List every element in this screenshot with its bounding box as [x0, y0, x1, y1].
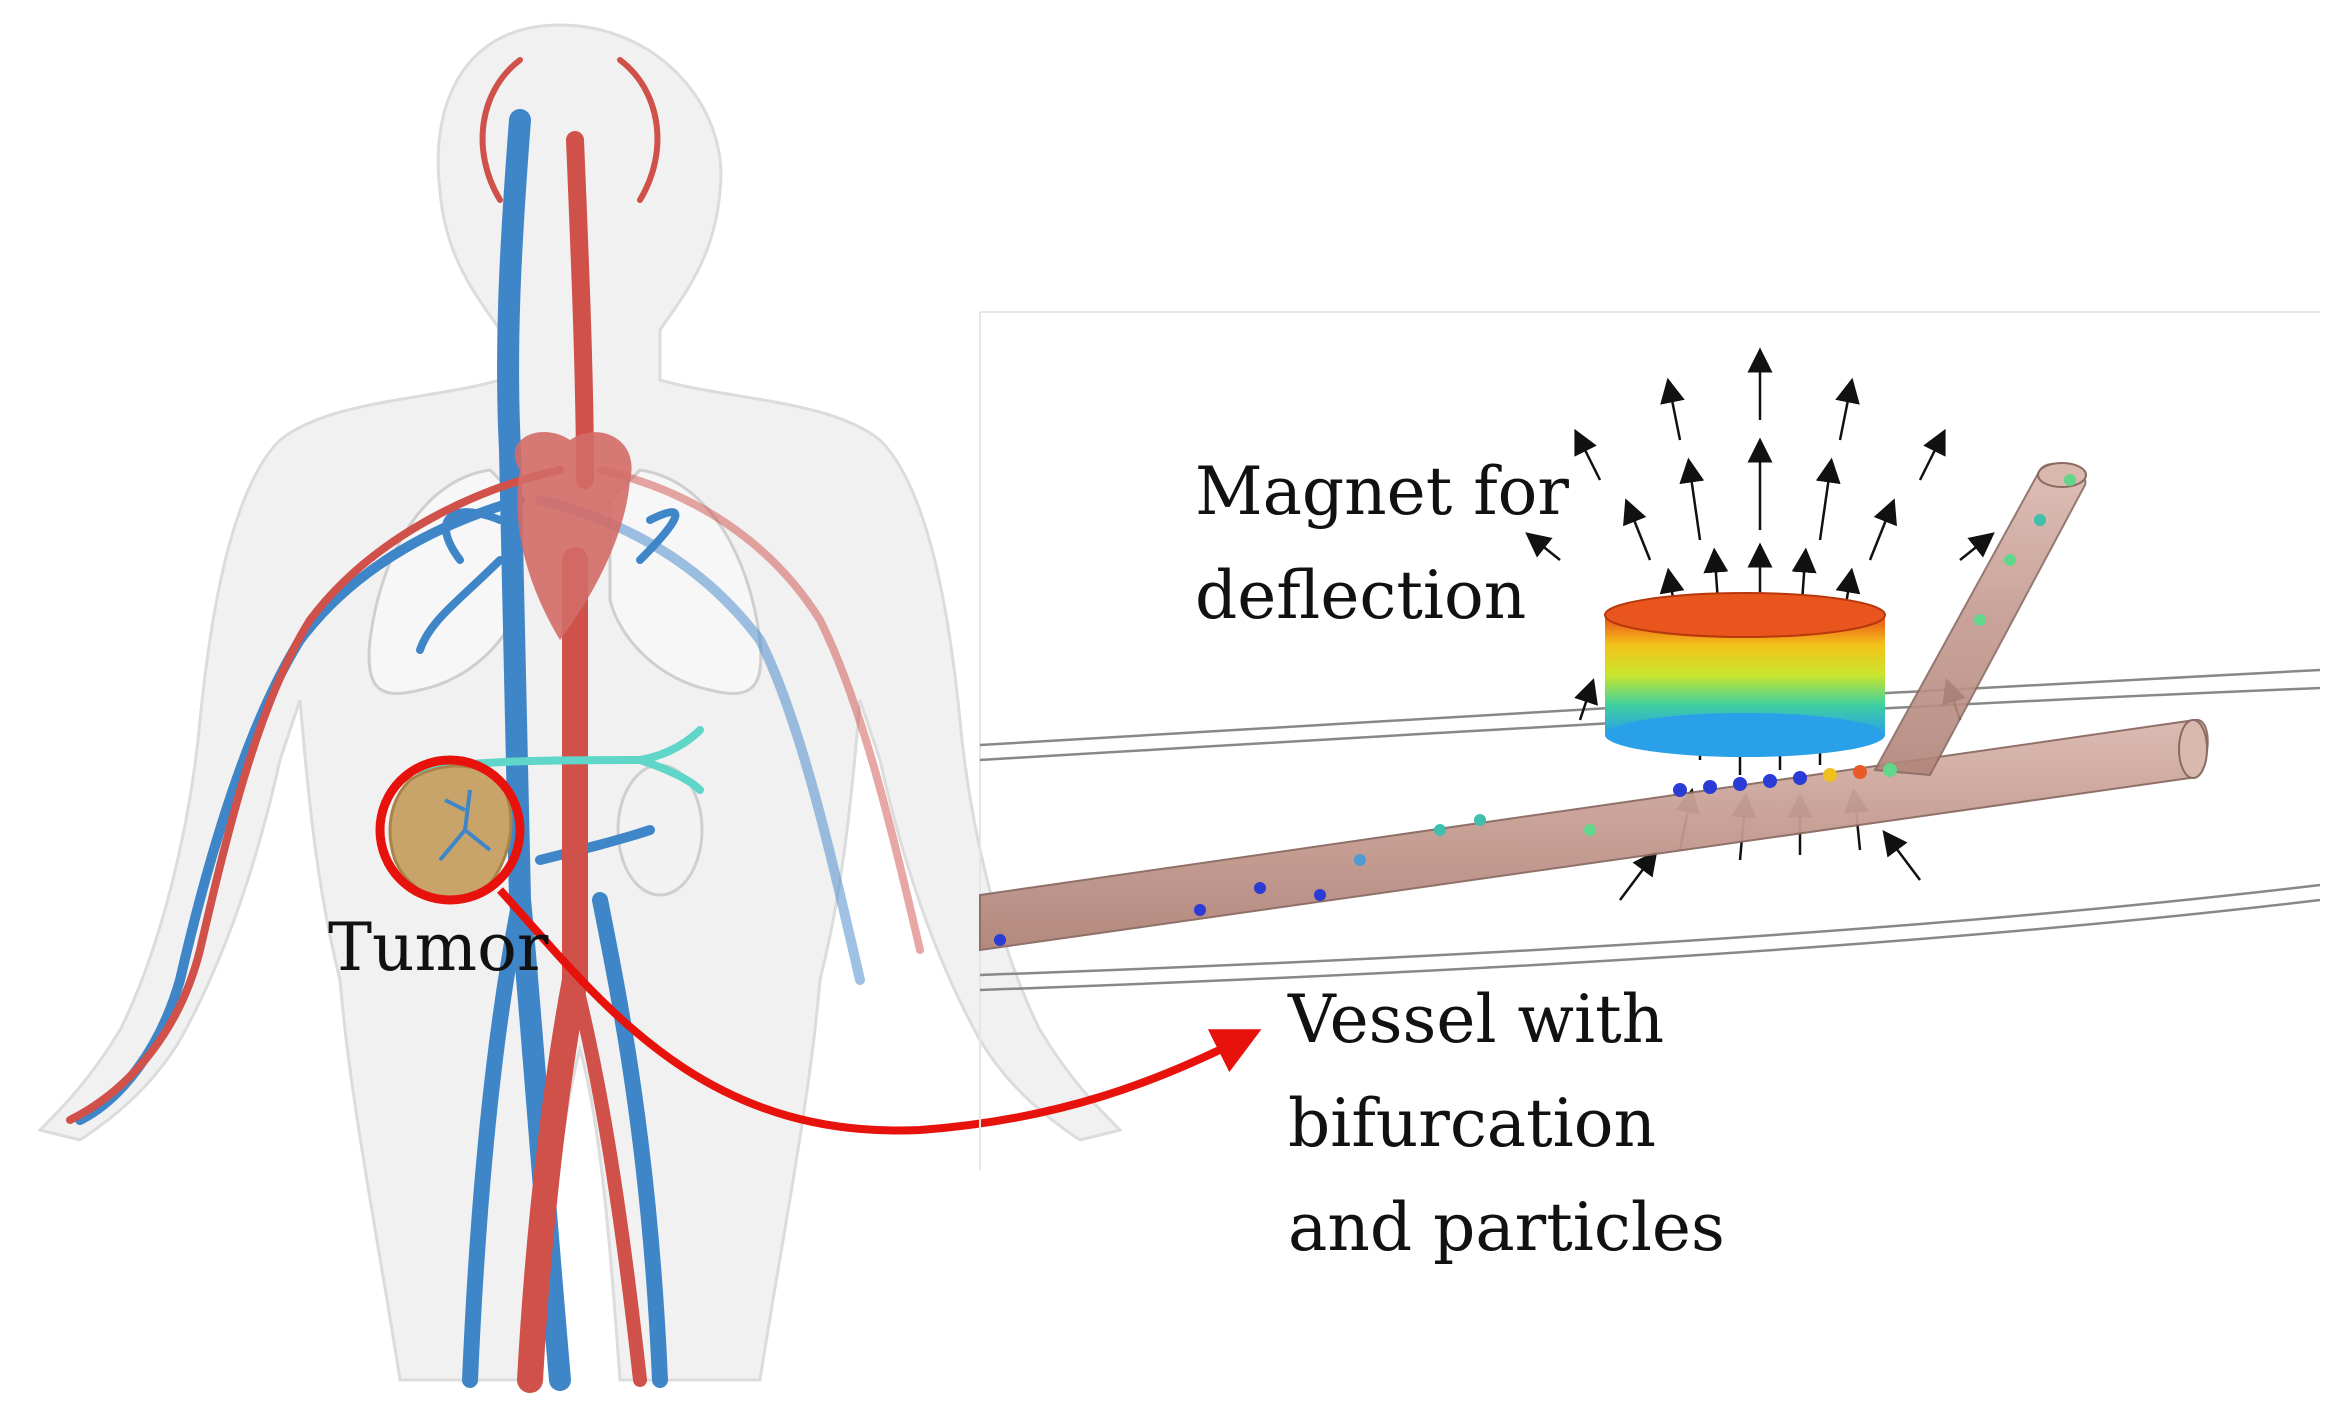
particle	[1763, 774, 1777, 788]
particle	[2064, 474, 2076, 486]
left-lung	[367, 468, 522, 695]
main-vessel-end	[2178, 719, 2208, 779]
particles	[994, 474, 2076, 946]
tumor-highlight-circle	[375, 755, 525, 905]
magnet-top	[1604, 592, 1886, 638]
particle	[1793, 771, 1807, 785]
particle	[1733, 777, 1747, 791]
particle	[1883, 763, 1897, 777]
particle	[994, 934, 1006, 946]
particle	[1703, 780, 1717, 794]
pointer-arrow	[497, 887, 1262, 1135]
particle	[2034, 514, 2046, 526]
particle	[1823, 768, 1837, 782]
particle	[1254, 882, 1266, 894]
particle	[1853, 765, 1867, 779]
particle	[1314, 889, 1326, 901]
arteries	[66, 57, 924, 1393]
tumor-vessels	[438, 789, 492, 862]
magnet-label-line1: Magnet for	[1195, 453, 1569, 530]
particle	[1584, 824, 1596, 836]
vessel-label: Vessel with bifurcation and particles	[1288, 968, 1725, 1280]
human-body-illustration	[37, 23, 1123, 1393]
branch-vessel-end	[2037, 462, 2087, 488]
particle	[2004, 554, 2016, 566]
heart	[514, 431, 632, 640]
tumor-label: Tumor	[328, 909, 549, 986]
particle	[1673, 783, 1687, 797]
vessel-label-line3: and particles	[1288, 1189, 1725, 1266]
magnet-bottom	[1605, 713, 1885, 757]
particle	[1474, 814, 1486, 826]
magnet-label-line2: deflection	[1195, 557, 1527, 634]
magnet	[1604, 592, 1886, 757]
particle	[1434, 824, 1446, 836]
simulation-panel	[979, 311, 2321, 1170]
magnet-label: Magnet for deflection	[1195, 440, 1569, 648]
particle	[1194, 904, 1206, 916]
vessel-label-line2: bifurcation	[1288, 1085, 1657, 1162]
particle	[1974, 614, 1986, 626]
particle	[1354, 854, 1366, 866]
vessel-label-line1: Vessel with	[1288, 981, 1665, 1058]
